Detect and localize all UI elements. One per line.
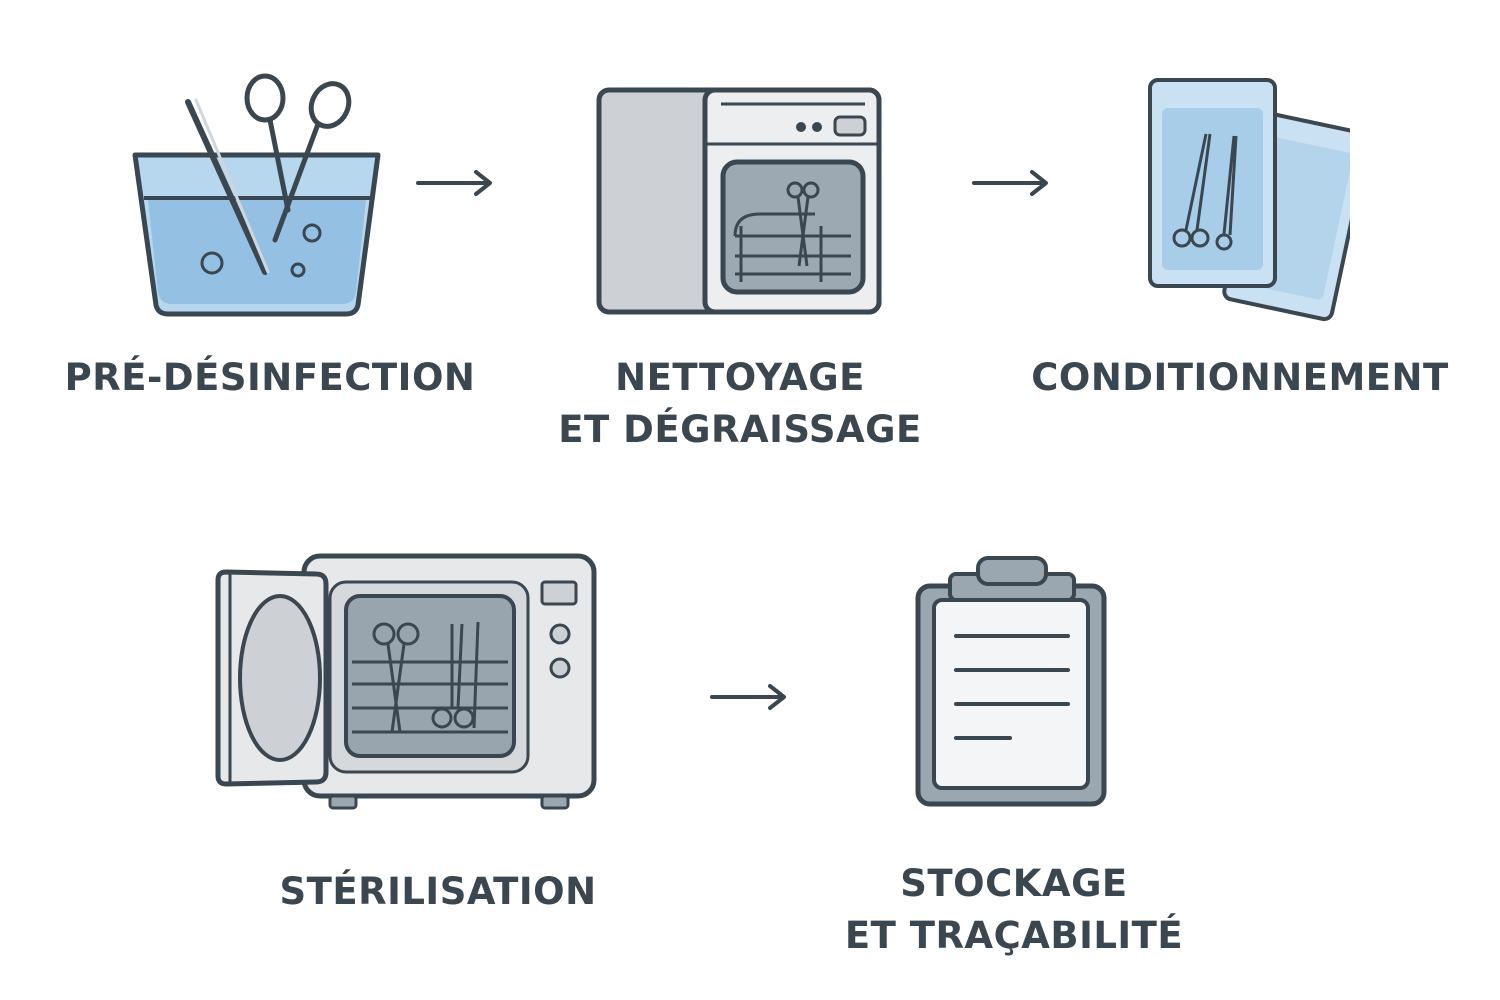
step-label: STÉRILISATION <box>279 870 597 913</box>
clipboard-icon <box>915 556 1107 807</box>
arrow-right-icon <box>972 170 1048 196</box>
sterile-pouch-icon <box>1148 78 1350 322</box>
step-label: PRÉ-DÉSINFECTION <box>64 356 476 399</box>
step-label: NETTOYAGE ET DÉGRAISSAGE <box>558 356 922 451</box>
step-label: STOCKAGE ET TRAÇABILITÉ <box>844 862 1184 957</box>
step-label: CONDITIONNEMENT <box>1031 356 1449 399</box>
basin-with-instruments-icon <box>132 73 381 317</box>
autoclave-icon <box>215 553 597 810</box>
arrow-right-icon <box>710 684 786 710</box>
washer-disinfector-icon <box>596 87 882 315</box>
arrow-right-icon <box>416 170 492 196</box>
